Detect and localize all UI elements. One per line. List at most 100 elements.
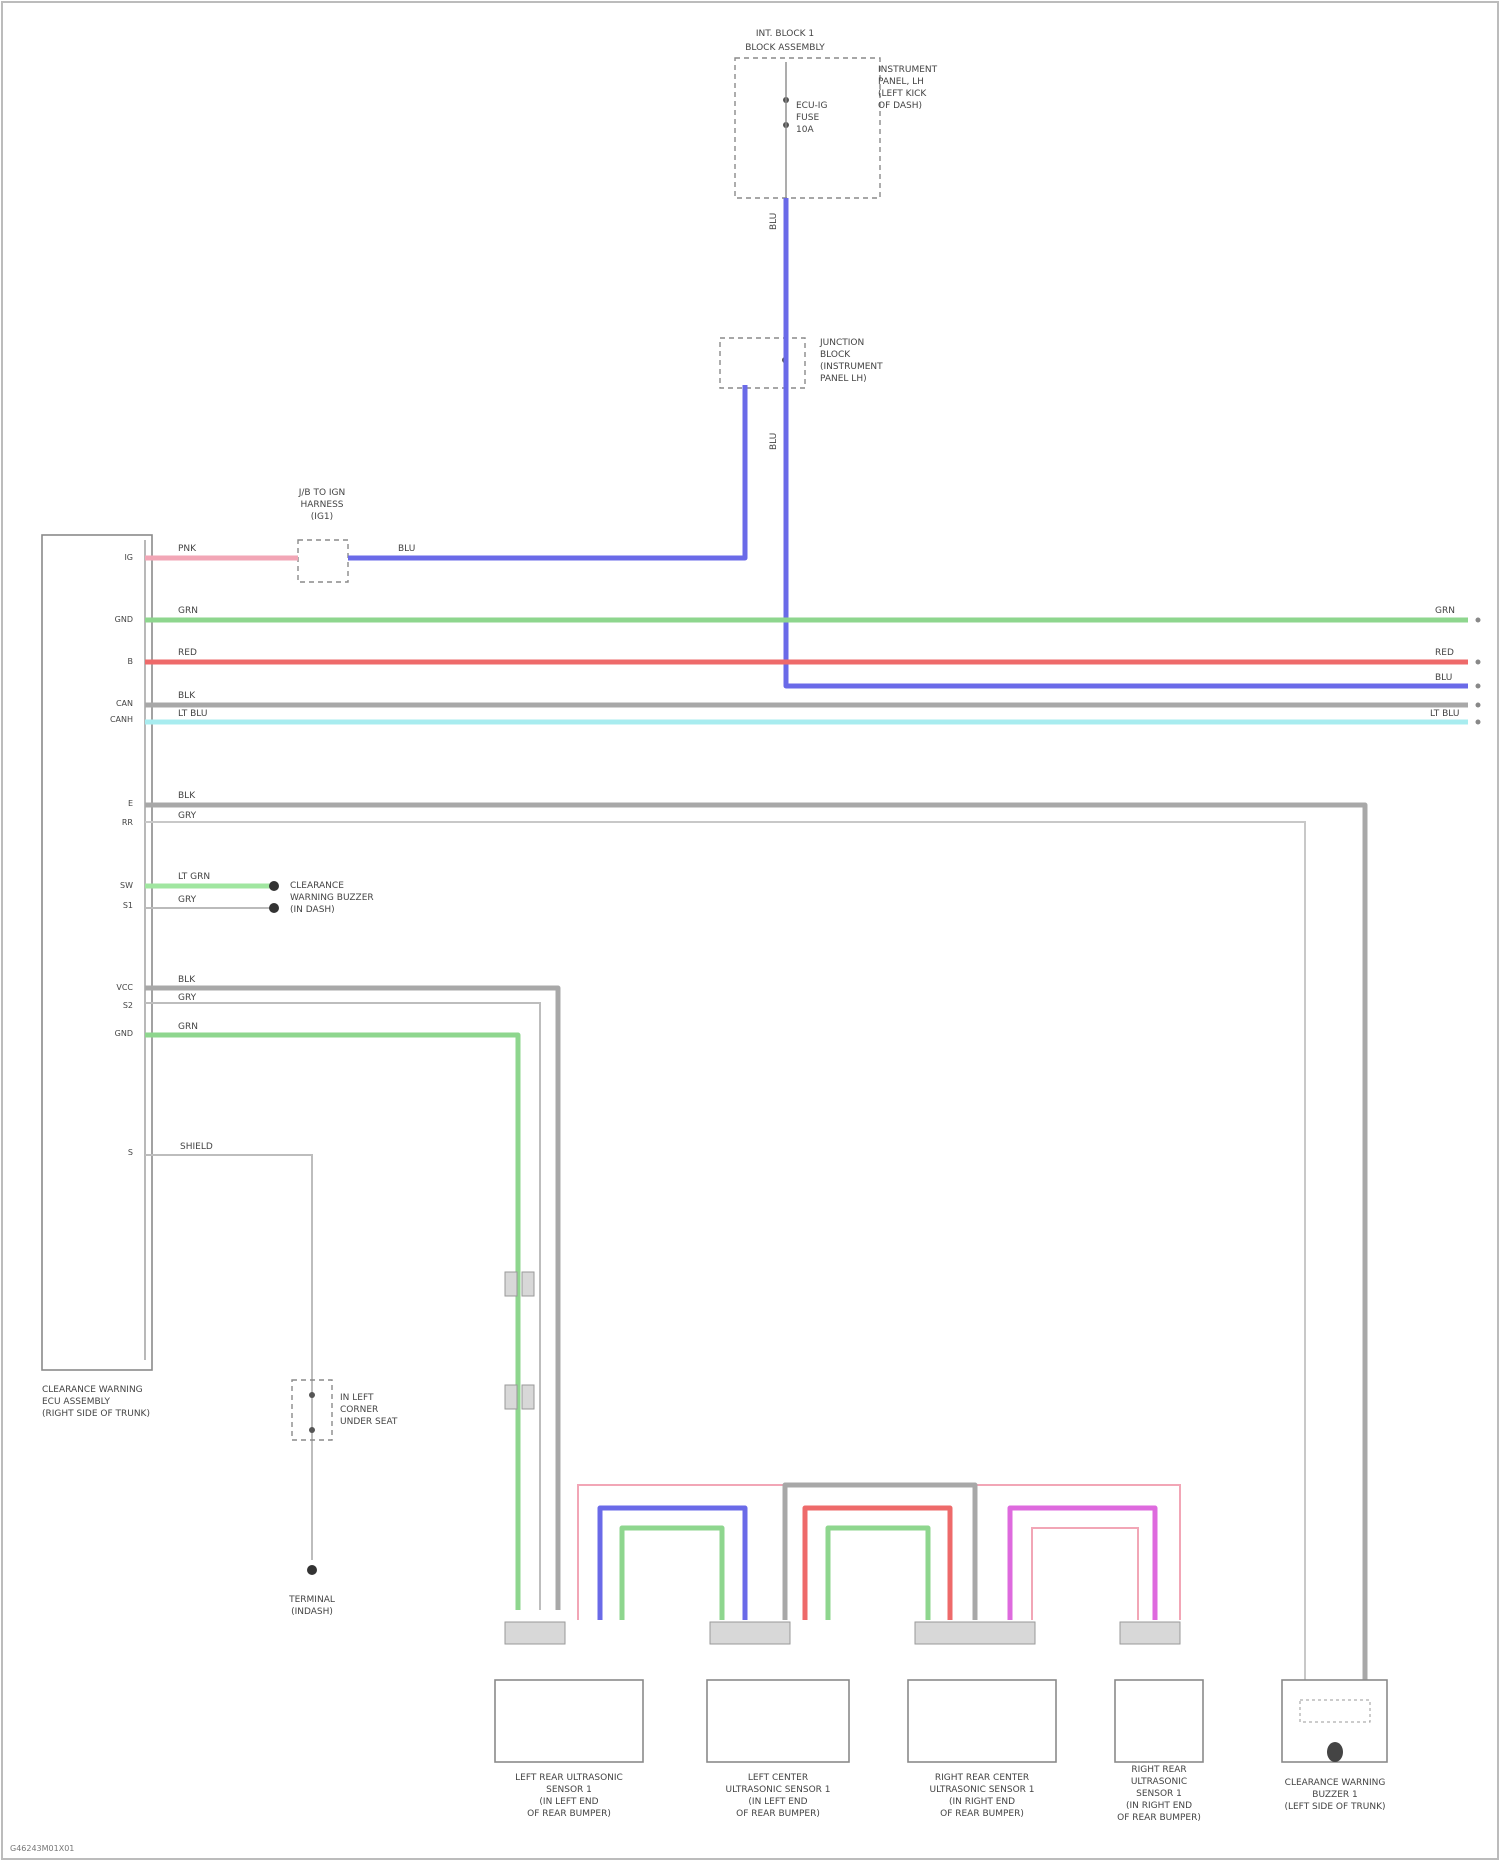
sensor-4-label-3: SENSOR 1 [1136, 1789, 1182, 1799]
sensor-1-label-1: LEFT REAR ULTRASONIC [515, 1773, 623, 1783]
main-ecu-label-2: ECU ASSEMBLY [42, 1397, 110, 1407]
sensor-2-box [707, 1680, 849, 1762]
loop-green-2 [828, 1528, 928, 1620]
ecu-pin-s: S [128, 1148, 133, 1157]
inline-conn-3 [505, 1385, 517, 1409]
ground-point-label-2: HARNESS [300, 500, 343, 510]
sensor-4-label-1: RIGHT REAR [1131, 1765, 1186, 1775]
right-terminal-3 [1476, 684, 1481, 689]
wire-blue-junction [348, 385, 745, 558]
wire-sens2-label: GRY [178, 993, 197, 1003]
buzzer-label-1: CLEARANCE [290, 881, 344, 891]
conn-row-3 [915, 1622, 1035, 1644]
sensor-3: RIGHT REAR CENTER ULTRASONIC SENSOR 1 (I… [908, 1680, 1056, 1819]
sensor-4: RIGHT REAR ULTRASONIC SENSOR 1 (IN RIGHT… [1115, 1680, 1203, 1823]
ecu-pin-gnd2: GND [115, 1029, 133, 1038]
relay-inner-label-4: OF DASH) [878, 101, 922, 111]
ground-point: J/B TO IGN HARNESS (IG1) [298, 488, 348, 582]
instrument-label-3: UNDER SEAT [340, 1417, 398, 1427]
instrument-terminal-2 [309, 1427, 315, 1433]
sensor-1-label-4: OF REAR BUMPER) [527, 1809, 611, 1819]
footer-code: G46243M01X01 [10, 1844, 74, 1853]
loop-green-1 [622, 1528, 722, 1620]
wire-sensor-green [145, 1035, 518, 1610]
right-terminal-1 [1476, 618, 1481, 623]
buzzer-label-2: WARNING BUZZER [290, 893, 374, 903]
inline-conn-4 [522, 1385, 534, 1409]
relay-block: INT. BLOCK 1 BLOCK ASSEMBLY INSTRUMENT P… [735, 29, 938, 198]
sensor-3-label-4: OF REAR BUMPER) [940, 1809, 1024, 1819]
buzzer-terminal-1 [269, 881, 279, 891]
ecu-pin-e: E [128, 799, 133, 808]
loop-gray [785, 1485, 975, 1620]
wire-lgreen2-label: GRY [178, 895, 197, 905]
wire-cyan-label: LT BLU [178, 709, 207, 719]
sensor-4-label-5: OF REAR BUMPER) [1117, 1813, 1201, 1823]
relay-inner-label-2: PANEL, LH [878, 77, 924, 87]
sensor-2: LEFT CENTER ULTRASONIC SENSOR 1 (IN LEFT… [707, 1680, 849, 1819]
sensor-loops [578, 1485, 1180, 1620]
wire-right-blue-label: BLU [1435, 673, 1452, 683]
wire-lgreen-label: LT GRN [178, 872, 210, 882]
wire-blue-main [786, 198, 1468, 686]
sensor-1-label-3: (IN LEFT END [539, 1797, 598, 1807]
sensor-3-box [908, 1680, 1056, 1762]
wire-blue-top-label: BLU [398, 544, 415, 554]
sensor-5-label-2: BUZZER 1 [1312, 1790, 1357, 1800]
wire-right-green-label: GRN [1435, 606, 1455, 616]
wire-right-gray-label: LT BLU [1430, 709, 1459, 719]
sensor-5: CLEARANCE WARNING BUZZER 1 (LEFT SIDE OF… [1282, 1680, 1387, 1812]
sensor-3-label-1: RIGHT REAR CENTER [935, 1773, 1029, 1783]
sensor-5-label-1: CLEARANCE WARNING [1285, 1778, 1386, 1788]
wire-blue-v2-label: BLU [769, 433, 779, 450]
wire-sens3-label: GRN [178, 1022, 198, 1032]
wire-gray-label: BLK [178, 691, 196, 701]
conn-row-4 [1120, 1622, 1180, 1644]
sensor-3-label-3: (IN RIGHT END [949, 1797, 1015, 1807]
wire-pink-label: PNK [178, 544, 197, 554]
right-terminal-4 [1476, 703, 1481, 708]
ecu-pin-canh: CANH [110, 715, 133, 724]
right-terminal-5 [1476, 720, 1481, 725]
junction-label-2: BLOCK [820, 350, 851, 360]
ground2-label-1: TERMINAL [288, 1595, 335, 1605]
main-ecu: CLEARANCE WARNING ECU ASSEMBLY (RIGHT SI… [42, 535, 152, 1419]
wire-gray-buzzer-2 [145, 822, 1305, 1680]
sensor-4-box [1115, 1680, 1203, 1762]
buzzer: CLEARANCE WARNING BUZZER (IN DASH) [290, 881, 374, 915]
ground-point-label-3: (IG1) [311, 512, 333, 522]
ecu-pin-b: B [128, 657, 134, 666]
wire-blue-v1-label: BLU [769, 213, 779, 230]
wire-gray2-label: BLK [178, 791, 196, 801]
ecu-pin-labels: IG GND B CAN CANH E RR SW S1 VCC S2 GND … [110, 553, 133, 1157]
wire-red-label: RED [178, 648, 197, 658]
wire-sens1-label: BLK [178, 975, 196, 985]
ecu-pin-can: CAN [116, 699, 133, 708]
ecu-pin-s1: S1 [123, 901, 133, 910]
junction-block: JUNCTION BLOCK (INSTRUMENT PANEL LH) [720, 338, 883, 388]
sensor-2-label-3: (IN LEFT END [748, 1797, 807, 1807]
junction-block-box [720, 338, 805, 388]
relay-inner-label-3: (LEFT KICK [878, 89, 927, 99]
ecu-pin-s2: S2 [123, 1001, 133, 1010]
wire-shield [145, 1155, 312, 1560]
inline-conn-1 [505, 1272, 517, 1296]
sensor-1-label-2: SENSOR 1 [546, 1785, 592, 1795]
conn-row-1 [505, 1622, 565, 1644]
ground2-terminal [307, 1565, 317, 1575]
buzzer-terminal-2 [269, 903, 279, 913]
sensor-3-label-2: ULTRASONIC SENSOR 1 [929, 1785, 1034, 1795]
sensor-connector-row [505, 1622, 1180, 1644]
wire-sensor-gray [145, 988, 558, 1610]
sensor-2-label-4: OF REAR BUMPER) [736, 1809, 820, 1819]
ecu-pin-vcc: VCC [116, 983, 133, 992]
instrument-label-1: IN LEFT [340, 1393, 374, 1403]
right-terminals [1476, 618, 1481, 725]
wire-gray3-label: GRY [178, 811, 197, 821]
ground-point-label-1: J/B TO IGN [298, 488, 346, 498]
wire-right-red-label: RED [1435, 648, 1454, 658]
sensor-1-box [495, 1680, 643, 1762]
sensor-4-label-4: (IN RIGHT END [1126, 1801, 1192, 1811]
